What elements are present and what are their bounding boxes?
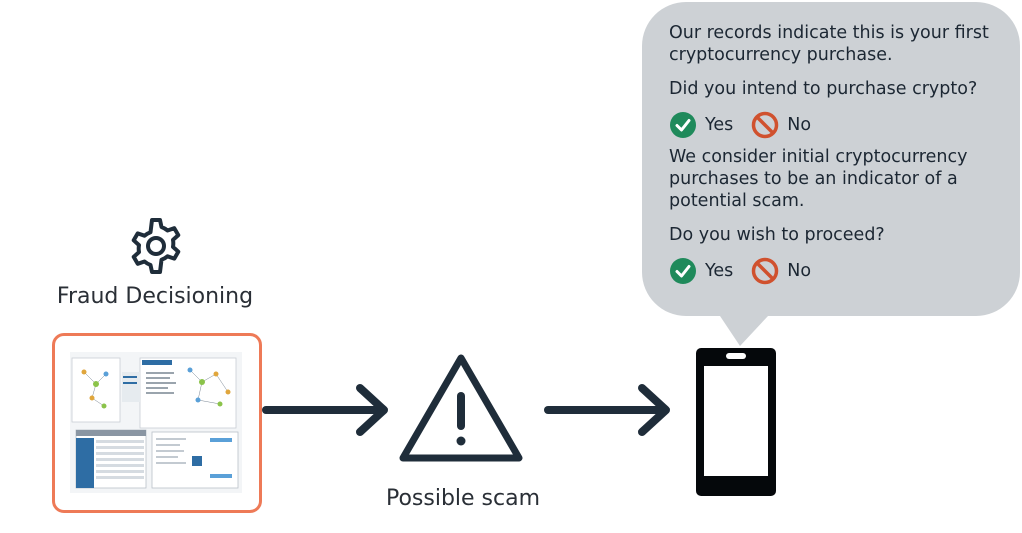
- bubble-explanation-text: We consider initial cryptocurrency purch…: [669, 147, 968, 211]
- warning-triangle-icon: [399, 354, 523, 462]
- check-circle-icon: [670, 258, 696, 284]
- possible-scam-label: Possible scam: [385, 486, 541, 511]
- yes-label-1: Yes: [705, 115, 734, 135]
- bubble-message: Our records indicate this is your first …: [669, 22, 1009, 292]
- yes-label-2: Yes: [705, 261, 734, 281]
- yes-button-2[interactable]: Yes: [669, 257, 733, 285]
- speech-bubble: [642, 2, 1020, 346]
- fraud-decisioning-label: Fraud Decisioning: [56, 284, 254, 309]
- flow-arrow-2: [544, 384, 670, 436]
- no-label-2: No: [787, 261, 812, 281]
- bubble-intro-text: Our records indicate this is your first …: [669, 23, 989, 65]
- no-button-1[interactable]: No: [751, 111, 811, 139]
- bubble-question-1: Did you intend to purchase crypto?: [669, 79, 978, 99]
- no-button-2[interactable]: No: [751, 257, 811, 285]
- check-circle-icon: [670, 112, 696, 138]
- fraud-decisioning-screenshot: [70, 352, 242, 493]
- smartphone-icon: [696, 348, 776, 496]
- no-label-1: No: [787, 115, 812, 135]
- flow-arrow-1: [262, 384, 388, 436]
- gear-icon: [131, 218, 181, 274]
- answer-row-1: Yes No: [669, 110, 1009, 140]
- yes-button-1[interactable]: Yes: [669, 111, 733, 139]
- prohibited-icon: [752, 257, 779, 285]
- prohibited-icon: [752, 111, 779, 139]
- bubble-question-2: Do you wish to proceed?: [669, 225, 885, 245]
- answer-row-2: Yes No: [669, 256, 1009, 286]
